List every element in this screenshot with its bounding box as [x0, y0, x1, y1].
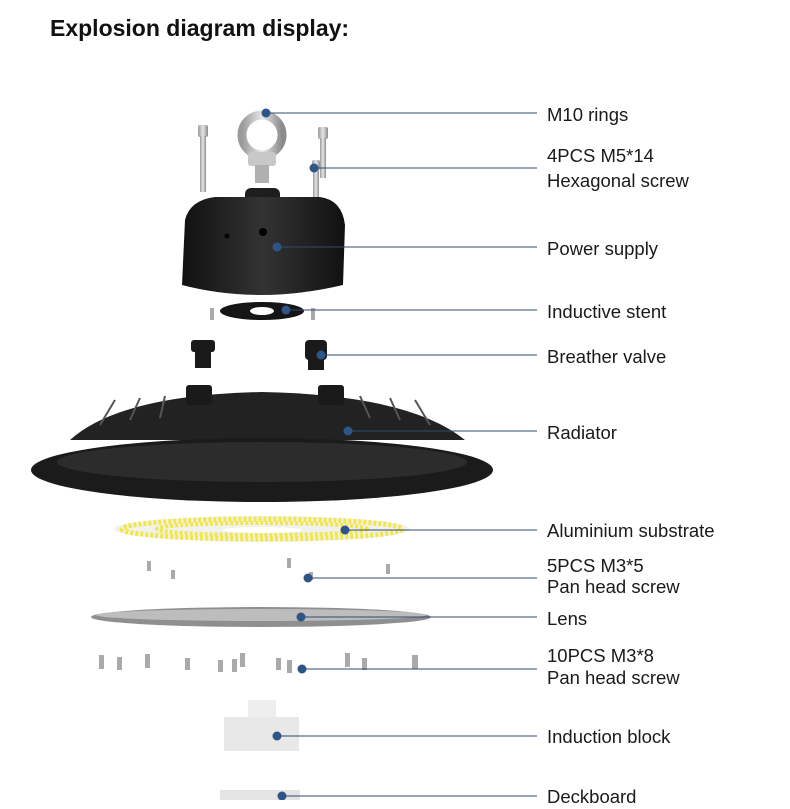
- label-line: Pan head screw: [547, 576, 680, 597]
- label-line: Hexagonal screw: [547, 170, 689, 191]
- label-line: 4PCS M5*14: [547, 145, 654, 166]
- aluminium-substrate-part: [114, 516, 410, 542]
- label-induction-block: Induction block: [547, 726, 671, 747]
- label-breather-valve: Breather valve: [547, 346, 667, 367]
- label-line: 5PCS M3*5: [547, 555, 644, 576]
- induction-block-part: [224, 700, 299, 751]
- lens-part: [91, 607, 431, 627]
- label-radiator: Radiator: [547, 422, 617, 443]
- label-aluminium-substrate: Aluminium substrate: [547, 520, 715, 541]
- m10-ring-part: [237, 110, 287, 183]
- label-line: 10PCS M3*8: [547, 645, 654, 666]
- radiator-part: [31, 385, 493, 502]
- m3x5-screws-part: [147, 558, 390, 580]
- power-supply-part: [182, 188, 345, 295]
- label-m10-rings: M10 rings: [547, 104, 629, 125]
- label-lens: Lens: [547, 608, 588, 629]
- page-title: Explosion diagram display:: [50, 15, 350, 41]
- breather-valve-part: [191, 340, 327, 370]
- label-power-supply: Power supply: [547, 238, 659, 259]
- callout-dots: [261, 108, 353, 800]
- label-inductive-stent: Inductive stent: [547, 301, 667, 322]
- label-deckboard: Deckboard: [547, 786, 637, 807]
- leader-lines: [266, 112, 537, 797]
- label-line: Pan head screw: [547, 667, 680, 688]
- m3x8-screws-part: [99, 653, 418, 673]
- deckboard-part: [220, 790, 300, 800]
- inductive-stent-part: [210, 302, 315, 320]
